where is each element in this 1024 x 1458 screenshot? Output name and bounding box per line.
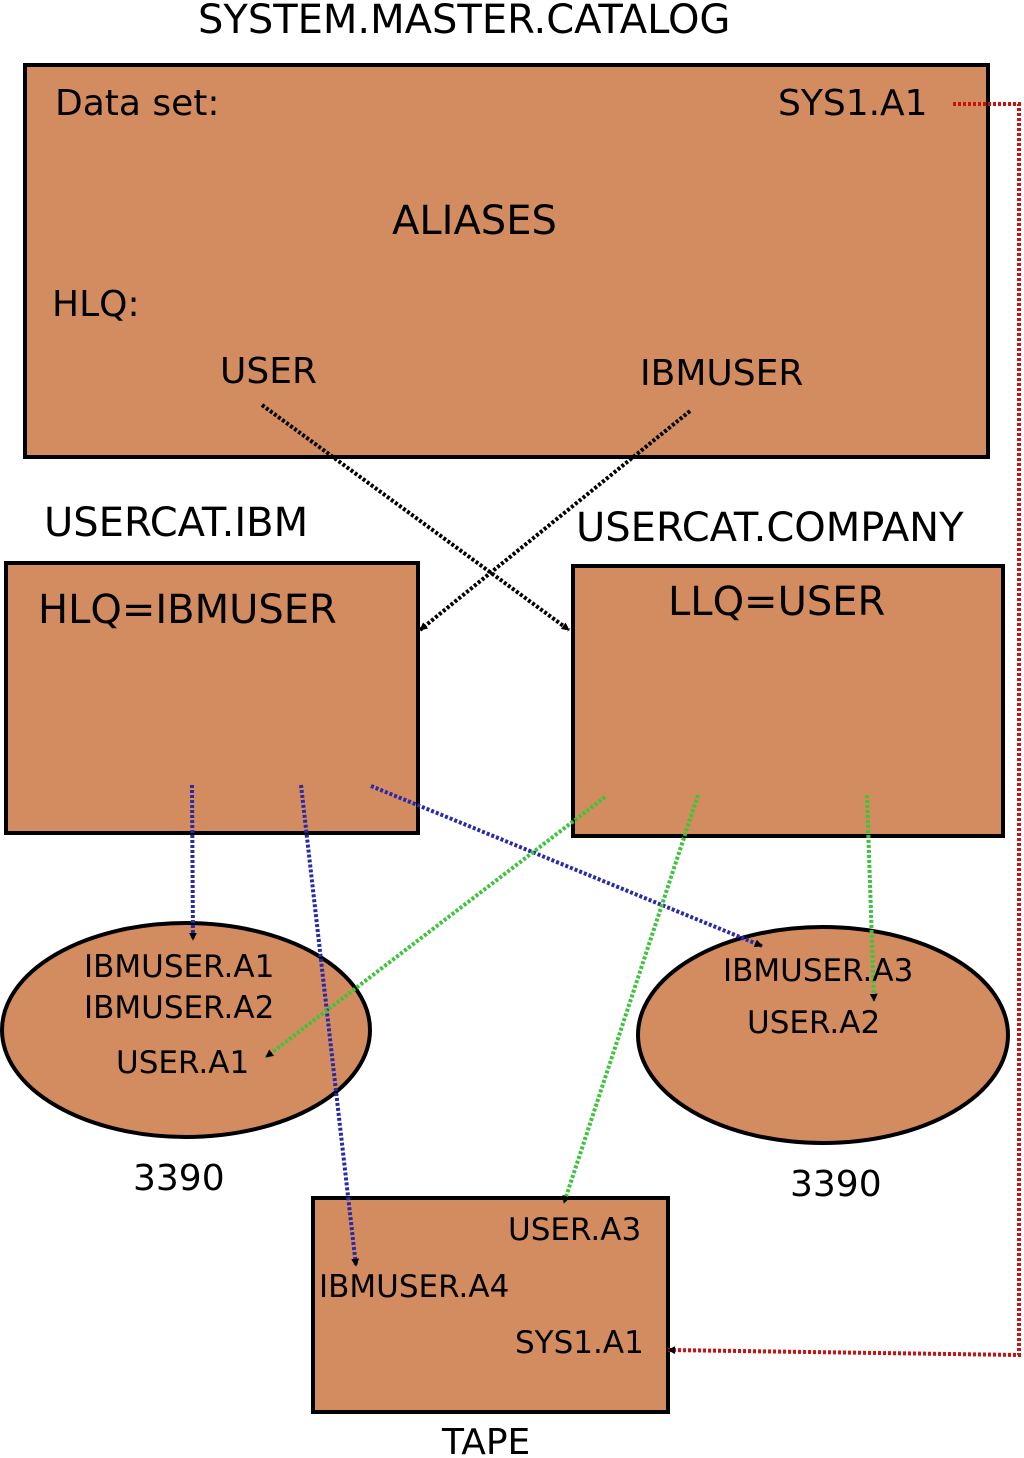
master-catalog-title: SYSTEM.MASTER.CATALOG: [198, 0, 731, 43]
usercat-ibm-box: [4, 561, 420, 835]
usercat-ibm-title: USERCAT.IBM: [44, 500, 309, 546]
alias-ibmuser: IBMUSER: [640, 353, 804, 394]
left-disk-dataset: IBMUSER.A2: [84, 990, 275, 1026]
master-catalog-box: [23, 63, 990, 459]
aliases-heading: ALIASES: [392, 198, 557, 244]
right-disk-dataset: USER.A2: [747, 1005, 881, 1041]
usercat-ibm-rule: HLQ=IBMUSER: [38, 587, 337, 633]
left-disk-device-label: 3390: [133, 1158, 225, 1199]
volume-left-disk: [0, 921, 372, 1139]
ibm-to-right-disk-link: [370, 784, 763, 948]
ibm-to-tape-link: [299, 784, 360, 1267]
tape-box: [311, 1196, 670, 1414]
tape-dataset: USER.A3: [508, 1212, 642, 1248]
usercat-company-box: [571, 564, 1005, 838]
left-disk-dataset: USER.A1: [116, 1045, 250, 1081]
right-disk-dataset: IBMUSER.A3: [723, 953, 914, 989]
hlq-label: HLQ:: [52, 284, 140, 325]
tape-dataset: IBMUSER.A4: [319, 1269, 510, 1305]
alias-user-link: [260, 403, 571, 632]
left-disk-dataset: IBMUSER.A1: [84, 949, 275, 985]
tape-device-label: TAPE: [442, 1422, 531, 1458]
usercat-company-title: USERCAT.COMPANY: [576, 505, 964, 551]
volume-right-disk: [636, 925, 1010, 1145]
ibm-to-left-disk-link: [188, 784, 197, 941]
company-to-right-disk-link: [865, 794, 878, 1002]
dataset-label: Data set:: [55, 83, 220, 124]
tape-dataset: SYS1.A1: [515, 1325, 644, 1361]
usercat-company-rule: LLQ=USER: [668, 579, 886, 625]
dataset-value: SYS1.A1: [778, 83, 928, 124]
alias-ibmuser-link: [418, 409, 692, 632]
alias-user: USER: [220, 351, 317, 392]
right-disk-device-label: 3390: [790, 1164, 882, 1205]
company-to-tape-link: [562, 794, 700, 1204]
company-to-left-disk-link: [264, 795, 607, 1059]
system-dataset-link: [667, 102, 1021, 1358]
